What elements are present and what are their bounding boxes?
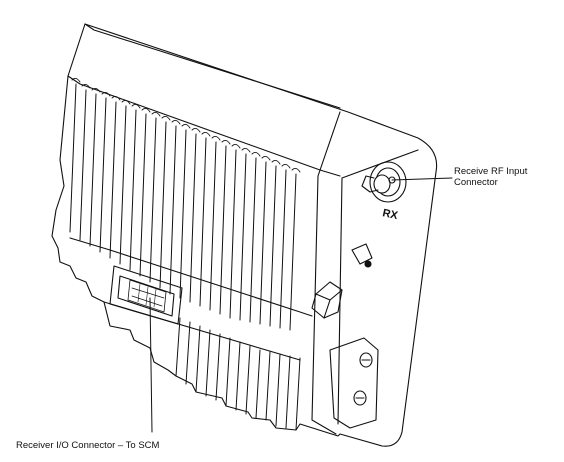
rf-input-callout-line2: Connector [454, 177, 527, 188]
rx-port-label: RX [381, 207, 399, 222]
chassis-outline [52, 24, 437, 446]
io-connector-callout-text: Receiver I/O Connector – To SCM [16, 440, 159, 451]
heatsink-fins-lower [176, 318, 300, 430]
shelf-edge [70, 238, 312, 316]
side-knob [312, 282, 342, 318]
side-panel [312, 112, 340, 434]
rf-input-callout: Receive RF Input Connector [454, 166, 527, 188]
side-bracket [330, 338, 378, 428]
rf-callout-leader [392, 178, 452, 180]
io-callout-leader [150, 298, 152, 432]
io-connector-callout: Receiver I/O Connector – To SCM [16, 440, 159, 451]
fin-caps [72, 78, 300, 172]
side-latch [352, 244, 372, 267]
rf-input-callout-line1: Receive RF Input [454, 166, 527, 177]
top-ridge [68, 76, 340, 176]
io-connector [110, 266, 182, 324]
